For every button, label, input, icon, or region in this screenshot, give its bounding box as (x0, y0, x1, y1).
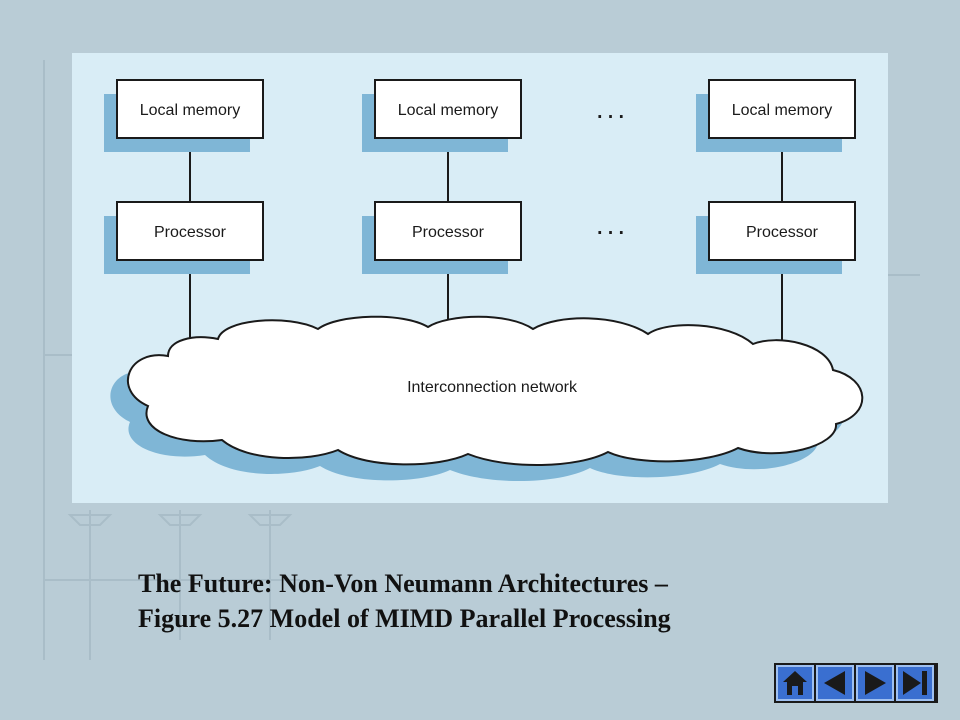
slide-caption: The Future: Non-Von Neumann Architecture… (138, 566, 838, 636)
node-1: Local memory Processor (104, 79, 264, 274)
processor-box-2 (374, 201, 522, 261)
processor-box-1 (116, 201, 264, 261)
slide-navigation-bar (774, 663, 938, 703)
local-memory-box-1 (116, 79, 264, 139)
ellipsis-memory-row: ... (596, 93, 628, 124)
last-icon (903, 671, 927, 695)
caption-line-1: The Future: Non-Von Neumann Architecture… (138, 569, 668, 598)
node-2: Local memory Processor (362, 79, 522, 274)
local-memory-box-2 (374, 79, 522, 139)
interconnection-network-cloud (127, 315, 864, 467)
previous-slide-button[interactable] (816, 665, 854, 701)
local-memory-label-3: Local memory (732, 102, 832, 119)
caption-line-2: Figure 5.27 Model of MIMD Parallel Proce… (138, 604, 671, 633)
local-memory-box-3 (708, 79, 856, 139)
network-label: Interconnection network (407, 379, 578, 396)
processor-label-2: Processor (412, 224, 485, 241)
node-3: Local memory Processor (696, 79, 856, 274)
home-icon (783, 671, 807, 695)
local-memory-label-2: Local memory (398, 102, 498, 119)
home-button[interactable] (776, 665, 814, 701)
local-memory-label-1: Local memory (140, 102, 240, 119)
next-slide-button[interactable] (856, 665, 894, 701)
ellipsis-processor-row: ... (596, 209, 628, 240)
previous-icon (824, 671, 845, 695)
processor-label-1: Processor (154, 224, 227, 241)
next-icon (865, 671, 886, 695)
processor-box-3 (708, 201, 856, 261)
processor-label-3: Processor (746, 224, 819, 241)
last-slide-button[interactable] (896, 665, 934, 701)
